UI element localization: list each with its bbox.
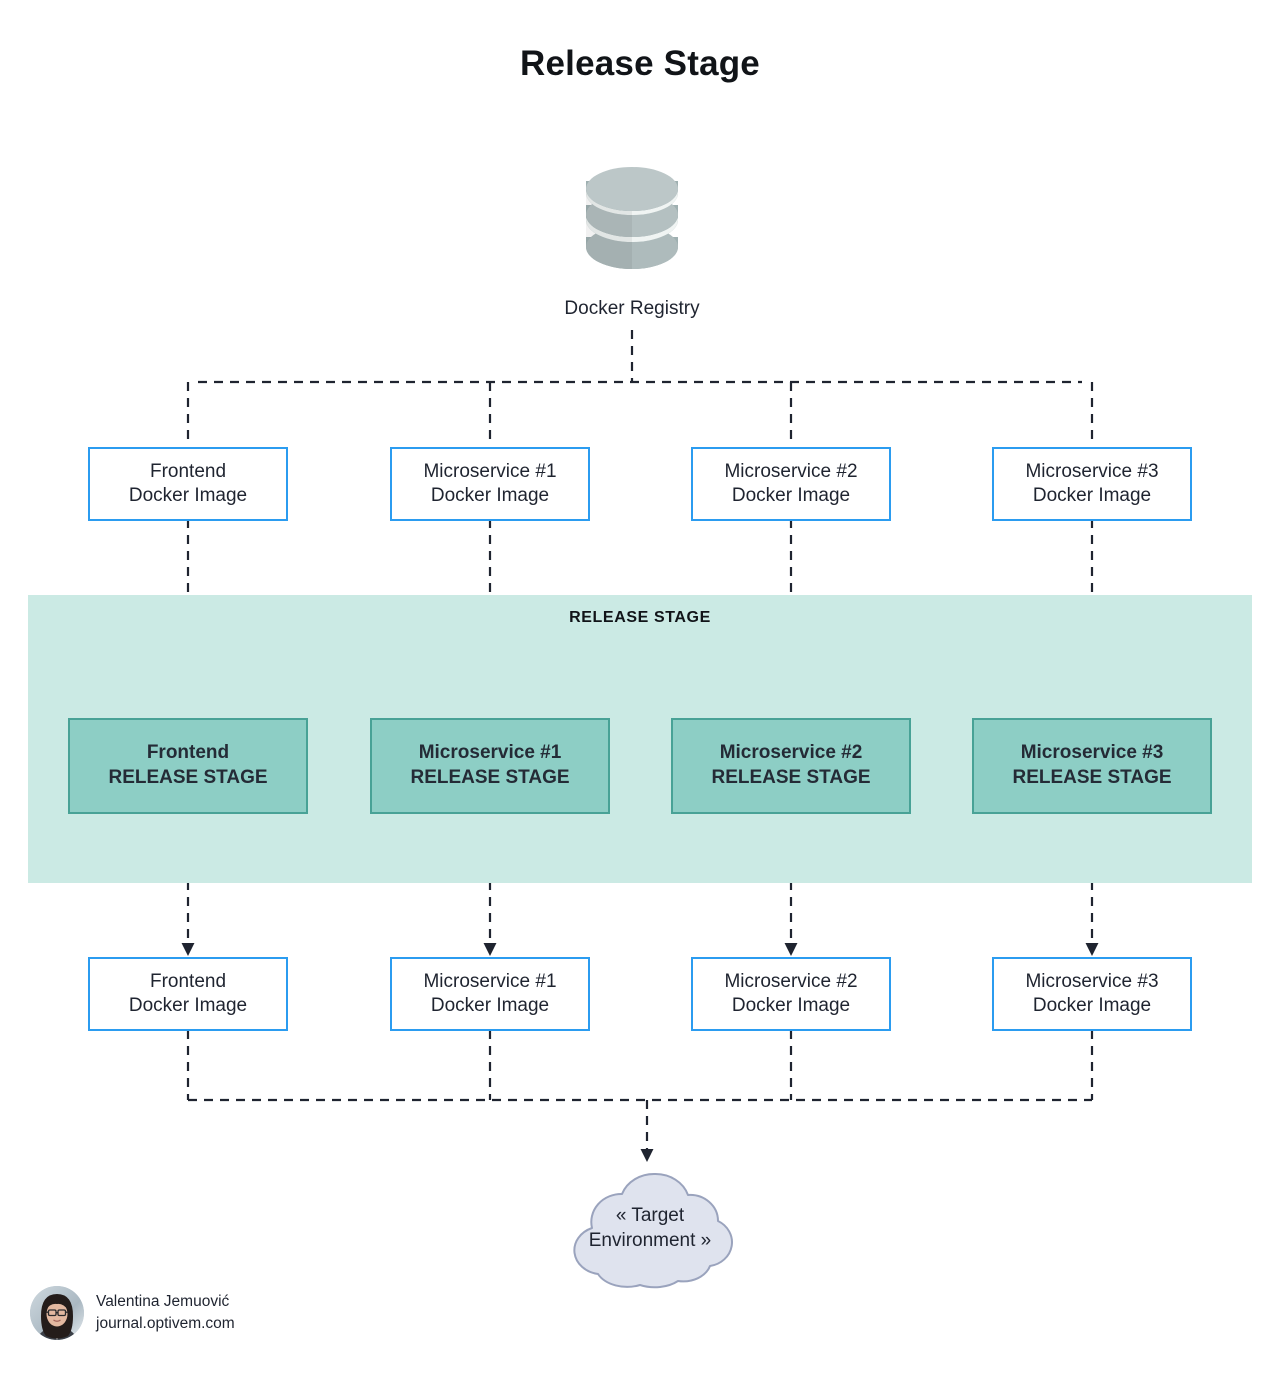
box-line-1: Microservice #1 [423, 970, 557, 992]
docker-registry-icon [576, 163, 688, 275]
box-line-1: Microservice #2 [724, 970, 858, 992]
author-text: Valentina Jemuović journal.optivem.com [96, 1291, 235, 1335]
box-line-1: Microservice #3 [1025, 460, 1159, 482]
box-line-1: Microservice #1 [423, 460, 557, 482]
author-avatar [30, 1286, 84, 1340]
box-line-2: Docker Image [731, 995, 851, 1016]
author-site: journal.optivem.com [96, 1315, 235, 1332]
output-image-box-microservice-1[interactable]: Microservice #1 Docker Image [390, 957, 590, 1031]
docker-registry-label: Docker Registry [564, 298, 700, 319]
box-line-1: Frontend [149, 460, 227, 482]
release-stage-box-microservice-3[interactable]: Microservice #3 RELEASE STAGE [972, 718, 1212, 814]
box-line-1: Microservice #3 [1025, 970, 1159, 992]
box-line-1: Microservice #2 [719, 742, 863, 764]
output-image-box-microservice-2[interactable]: Microservice #2 Docker Image [691, 957, 891, 1031]
output-image-box-microservice-3[interactable]: Microservice #3 Docker Image [992, 957, 1192, 1031]
box-line-2: Docker Image [430, 995, 550, 1016]
box-line-1: Frontend [149, 970, 227, 992]
box-line-1: Microservice #1 [418, 742, 562, 764]
box-line-2: Docker Image [731, 485, 851, 506]
box-line-2: Docker Image [128, 485, 248, 506]
input-image-box-microservice-3[interactable]: Microservice #3 Docker Image [992, 447, 1192, 521]
cloud-label: « Target Environment » [538, 1164, 762, 1290]
output-image-box-frontend[interactable]: Frontend Docker Image [88, 957, 288, 1031]
box-line-2: Docker Image [128, 995, 248, 1016]
cloud-shape-icon [573, 1172, 733, 1289]
release-stage-box-microservice-1[interactable]: Microservice #1 RELEASE STAGE [370, 718, 610, 814]
page-title: Release Stage [520, 44, 760, 83]
box-line-2: Docker Image [1032, 485, 1152, 506]
box-line-1: Frontend [146, 742, 230, 764]
box-line-1: Microservice #2 [724, 460, 858, 482]
box-line-2: RELEASE STAGE [410, 767, 570, 788]
input-image-box-microservice-2[interactable]: Microservice #2 Docker Image [691, 447, 891, 521]
author-name: Valentina Jemuović [96, 1293, 230, 1310]
box-line-2: RELEASE STAGE [1012, 767, 1172, 788]
cloud-line-2: Environment » [588, 1230, 712, 1251]
box-line-2: RELEASE STAGE [711, 767, 871, 788]
release-stage-band-label: RELEASE STAGE [569, 609, 711, 626]
box-line-1: Microservice #3 [1020, 742, 1164, 764]
box-line-2: Docker Image [1032, 995, 1152, 1016]
target-environment-cloud[interactable]: « Target Environment » [538, 1164, 762, 1290]
cloud-line-1: « Target [615, 1205, 685, 1227]
input-image-box-frontend[interactable]: Frontend Docker Image [88, 447, 288, 521]
author-signature: Valentina Jemuović journal.optivem.com [30, 1286, 235, 1340]
box-line-2: Docker Image [430, 485, 550, 506]
release-stage-box-microservice-2[interactable]: Microservice #2 RELEASE STAGE [671, 718, 911, 814]
box-line-2: RELEASE STAGE [108, 767, 268, 788]
release-stage-box-frontend[interactable]: Frontend RELEASE STAGE [68, 718, 308, 814]
input-image-box-microservice-1[interactable]: Microservice #1 Docker Image [390, 447, 590, 521]
